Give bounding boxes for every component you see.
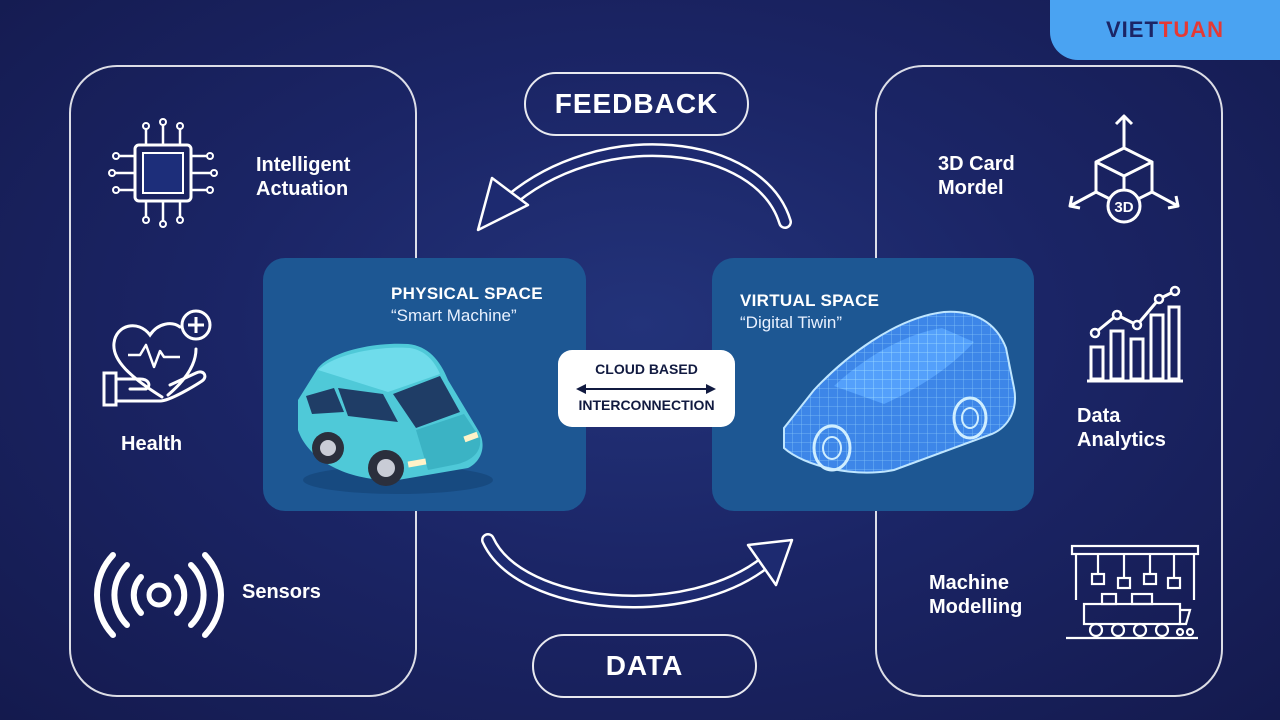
data-analytics-label: Data Analytics <box>1077 405 1166 451</box>
chip-icon <box>108 118 218 228</box>
heart-hand-icon <box>102 309 212 407</box>
brand-part2: TUAN <box>1158 17 1224 42</box>
cube-3d-icon: 3D <box>1068 114 1180 224</box>
physical-space-title: PHYSICAL SPACE <box>391 284 543 303</box>
intelligent-actuation-label: Intelligent Actuation <box>256 154 351 200</box>
sensor-waves-icon <box>94 552 224 638</box>
virtual-space-subtitle: “Digital Tiwin” <box>740 313 843 332</box>
factory-machine-icon <box>1066 544 1200 640</box>
data-pill: DATA <box>532 634 757 698</box>
double-arrow-icon <box>576 384 716 394</box>
smart-car-icon <box>298 343 493 494</box>
3d-card-model-label: 3D Card Mordel <box>938 153 1015 199</box>
svg-text:3D: 3D <box>1114 199 1133 216</box>
cloud-label-line2: INTERCONNECTION <box>578 397 715 413</box>
health-label: Health <box>121 433 183 455</box>
physical-space-box: PHYSICAL SPACE “Smart Machine” <box>263 258 586 511</box>
virtual-space-box: VIRTUAL SPACE “Digital Tiwin” <box>712 258 1034 511</box>
feedback-pill: FEEDBACK <box>524 72 749 136</box>
brand-part1: VIET <box>1105 17 1159 42</box>
sensors-label: Sensors <box>242 581 321 603</box>
virtual-space-title: VIRTUAL SPACE <box>740 291 880 310</box>
machine-modelling-label: Machine Modelling <box>929 572 1023 618</box>
cloud-interconnection-box: CLOUD BASED INTERCONNECTION <box>558 350 735 427</box>
physical-space-subtitle: “Smart Machine” <box>391 306 517 325</box>
cloud-label-line1: CLOUD BASED <box>595 361 698 377</box>
digital-twin-car-icon <box>783 310 1016 474</box>
bar-chart-icon <box>1087 285 1183 383</box>
